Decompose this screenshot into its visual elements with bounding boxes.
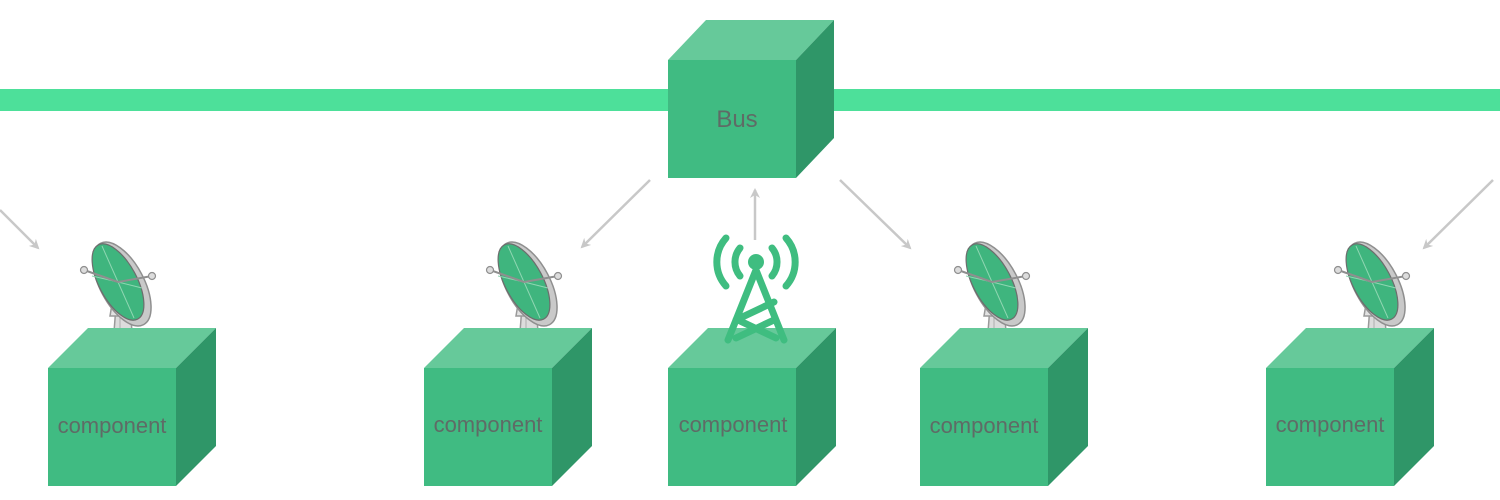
component-label: component — [1276, 412, 1385, 437]
radio-tower-icon — [717, 238, 795, 340]
component-4: component — [920, 232, 1088, 486]
arrow-to-component-1 — [0, 209, 40, 250]
satellite-dish-icon — [79, 232, 165, 341]
bus-cube: Bus — [668, 20, 834, 178]
component-3: component — [668, 238, 836, 486]
satellite-dish-icon — [485, 232, 571, 341]
satellite-dish-icon — [1333, 232, 1419, 341]
bus-label: Bus — [716, 106, 757, 133]
arrow-to-component-4 — [839, 179, 912, 250]
arrows — [0, 179, 1494, 250]
component-label: component — [679, 412, 788, 437]
component-2: component — [424, 232, 592, 486]
arrow-to-component-2 — [580, 179, 651, 249]
satellite-dish-icon — [953, 232, 1039, 341]
component-label: component — [58, 413, 167, 438]
arrow-to-component-5 — [1422, 179, 1494, 250]
component-label: component — [434, 412, 543, 437]
component-1: component — [48, 232, 216, 486]
component-label: component — [930, 413, 1039, 438]
component-5: component — [1266, 232, 1434, 486]
